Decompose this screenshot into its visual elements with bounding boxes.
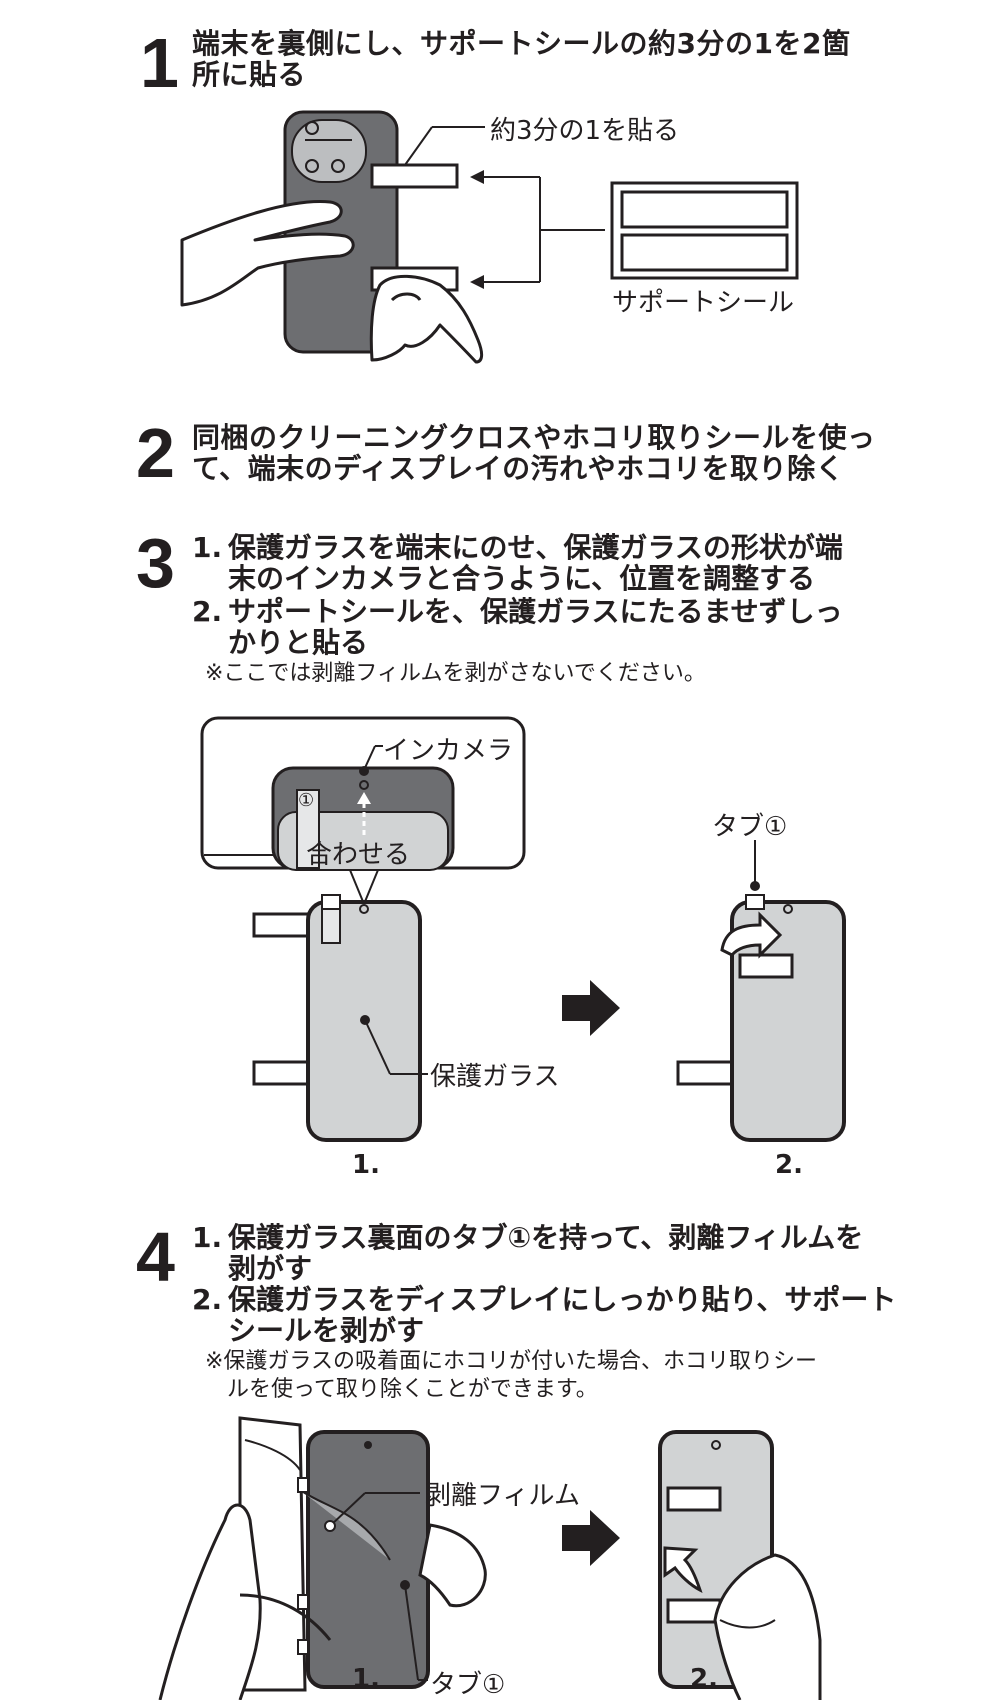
label-attach-third: 約3分の1を貼る: [490, 116, 680, 146]
step-3-item-2-line-1: サポートシールを、保護ガラスにたるませずしっ: [228, 595, 843, 628]
fig3-phone-2: [676, 840, 846, 1142]
step-4-item-1: 1.保護ガラス裏面のタブ①を持って、剥離フィルムを 剥がす: [192, 1222, 912, 1284]
caption-fig4-1: 1.: [352, 1664, 380, 1694]
step-4-item-1-num: 1.: [192, 1221, 223, 1254]
step-1-number: 1: [140, 24, 179, 102]
step-1-text: 端末を裏側にし、サポートシールの約3分の1を2箇 所に貼る: [192, 28, 892, 90]
step-4-item-1-line-2: 剥がす: [228, 1252, 313, 1285]
step-3-item-2: 2.サポートシールを、保護ガラスにたるませずしっ かりと貼る: [192, 596, 912, 658]
label-tab1-fig3: タブ①: [712, 812, 788, 842]
fig3-zoom-callout: [200, 716, 526, 905]
label-in-camera: インカメラ: [383, 736, 514, 766]
step-4-number: 4: [136, 1218, 175, 1296]
label-release-film: 剥離フィルム: [425, 1481, 580, 1511]
caption-fig3-2: 2.: [775, 1150, 803, 1180]
step-4-item-2-line-1: 保護ガラスをディスプレイにしっかり貼り、サポート: [228, 1283, 897, 1316]
step-4-item-2-num: 2.: [192, 1283, 223, 1316]
step-3-item-1-line-2: 末のインカメラと合うように、位置を調整する: [228, 562, 816, 595]
fig4-next-arrow: [562, 1510, 620, 1566]
step-4-item-2-line-2: シールを剥がす: [228, 1314, 425, 1347]
caption-fig4-2: 2.: [690, 1664, 718, 1694]
step-2-number: 2: [136, 414, 175, 492]
step-2-line-1: 同梱のクリーニングクロスやホコリ取りシールを使っ: [192, 421, 876, 454]
step-4-note-line-1: ※保護ガラスの吸着面にホコリが付いた場合、ホコリ取りシー: [205, 1349, 817, 1374]
fig3-next-arrow: [562, 980, 620, 1036]
step-3-note: ※ここでは剥離フィルムを剥がさないでください。: [205, 661, 706, 686]
step-3-item-1: 1.保護ガラスを端末にのせ、保護ガラスの形状が端 末のインカメラと合うように、位…: [192, 532, 912, 594]
step-2-text: 同梱のクリーニングクロスやホコリ取りシールを使っ て、端末のディスプレイの汚れや…: [192, 422, 912, 484]
label-align: 合わせる: [306, 840, 411, 870]
label-protective-glass: 保護ガラス: [430, 1062, 560, 1092]
step-1-line-2: 所に貼る: [192, 58, 307, 91]
step-3-item-2-num: 2.: [192, 595, 223, 628]
fig1-right-hand: [369, 274, 484, 364]
step-4-note-line-2: ルを使って取り除くことができます。: [227, 1377, 598, 1402]
fig1-phone-back: [283, 110, 399, 354]
step-3-number: 3: [136, 524, 175, 602]
step-3-item-1-line-1: 保護ガラスを端末にのせ、保護ガラスの形状が端: [228, 531, 843, 564]
caption-fig3-1: 1.: [352, 1150, 380, 1180]
label-support-seal: サポートシール: [612, 288, 795, 318]
label-tab1-fig4: タブ①: [430, 1670, 506, 1700]
step-1-line-1: 端末を裏側にし、サポートシールの約3分の1を2箇: [192, 27, 851, 60]
fig1-support-seal-sheet: [610, 181, 799, 280]
step-4-item-1-line-1: 保護ガラス裏面のタブ①を持って、剥離フィルムを: [228, 1221, 864, 1254]
step-3-item-1-num: 1.: [192, 531, 223, 564]
fig4-phone-1: [158, 1416, 487, 1700]
step-4-item-2: 2.保護ガラスをディスプレイにしっかり貼り、サポート シールを剥がす: [192, 1284, 912, 1346]
step-3-item-2-line-2: かりと貼る: [228, 626, 369, 659]
fig1-left-hand: [180, 200, 355, 307]
fig3-phone-1: [252, 894, 428, 1142]
fig1-label-leader: [404, 126, 433, 166]
fig4-phone-2: [658, 1430, 822, 1700]
step-4-note: ※保護ガラスの吸着面にホコリが付いた場合、ホコリ取りシー ルを使って取り除くこと…: [205, 1348, 905, 1404]
label-circled-one: ①: [298, 790, 315, 811]
step-2-line-2: て、端末のディスプレイの汚れやホコリを取り除く: [192, 452, 845, 485]
fig1-arrows: [475, 176, 605, 283]
